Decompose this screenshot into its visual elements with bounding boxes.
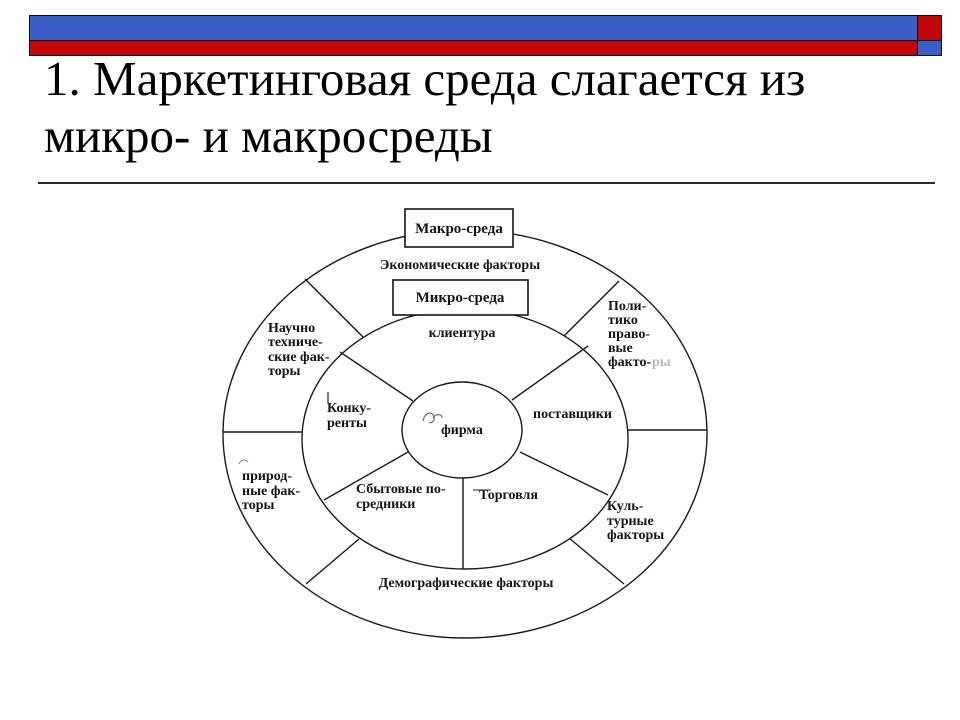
title-underline: [38, 182, 935, 184]
outer-divider-lower-left: [305, 538, 360, 585]
scan-artifact-above-natural: [238, 459, 249, 465]
label-trade: Торговля: [479, 488, 538, 503]
sector-label-demographic-factors: Демографические факторы: [379, 576, 554, 591]
label-clients: клиентура: [429, 326, 496, 341]
firm-circle: [401, 381, 523, 479]
macro-box: [404, 208, 514, 248]
sector-label-scientific-technical-factors: Научно техниче- ские фак- торы: [268, 321, 330, 379]
outer-divider-lower-right: [568, 537, 625, 585]
label-competitors: Конку- ренты: [327, 401, 371, 431]
svg-text:торы: торы: [268, 364, 300, 379]
outer-divider-upper-left: [304, 278, 364, 338]
outer-divider-upper-right: [563, 280, 620, 337]
label-sales-intermediaries: Сбытовые по- средники: [356, 482, 446, 512]
svg-text:турные: турные: [607, 514, 654, 529]
svg-text:Поли-: Поли-: [608, 299, 647, 314]
sector-label-natural-factors: природ- ные фак- торы: [242, 469, 300, 513]
svg-text:Куль-: Куль-: [607, 499, 644, 514]
svg-text:Конку-: Конку-: [327, 401, 371, 416]
sector-label-cultural-factors: Куль- турные факторы: [607, 499, 664, 543]
header-accent-red-square: [917, 15, 942, 41]
svg-text:ренты: ренты: [327, 416, 367, 431]
title-line-2: микро- и макросреды: [44, 108, 493, 163]
sector-label-economic-factors: Экономические факторы: [380, 258, 540, 273]
scan-artifact-above-firm: [422, 412, 443, 424]
middle-divider-upper-right: [511, 345, 589, 401]
middle-divider-upper-left: [339, 351, 414, 402]
header-accent-blue-square: [917, 40, 942, 56]
svg-text:природ-: природ-: [242, 469, 292, 484]
svg-text:право-: право-: [608, 327, 650, 342]
micro-box-label: Микро-среда: [416, 290, 505, 306]
svg-text:Сбытовые по-: Сбытовые по-: [356, 482, 446, 497]
svg-text:ские фак-: ские фак-: [268, 350, 330, 365]
middle-divider-lower-left: [323, 451, 409, 501]
micro-box: [392, 279, 529, 316]
svg-text:Научно: Научно: [268, 321, 315, 336]
faded-text-fragment: ры: [652, 355, 671, 370]
svg-text:факторы: факторы: [607, 528, 664, 543]
svg-text:средники: средники: [356, 497, 415, 512]
macro-box-label: Макро-среда: [415, 221, 503, 237]
svg-text:факто-: факто-: [608, 355, 651, 370]
sector-label-political-legal-factors: Поли- тико право- вые факто- ры: [608, 299, 671, 370]
middle-divider-lower-right: [519, 451, 609, 496]
svg-text:торы: торы: [242, 498, 274, 513]
svg-text:техниче-: техниче-: [268, 335, 323, 350]
svg-text:ные фак-: ные фак-: [242, 484, 300, 499]
firm-label: фирма: [441, 423, 483, 438]
title-line-1: 1. Маркетинговая среда слагается из: [44, 51, 806, 106]
svg-text:вые: вые: [608, 341, 633, 356]
svg-text:тико: тико: [608, 313, 638, 328]
label-suppliers: поставщики: [533, 407, 612, 422]
